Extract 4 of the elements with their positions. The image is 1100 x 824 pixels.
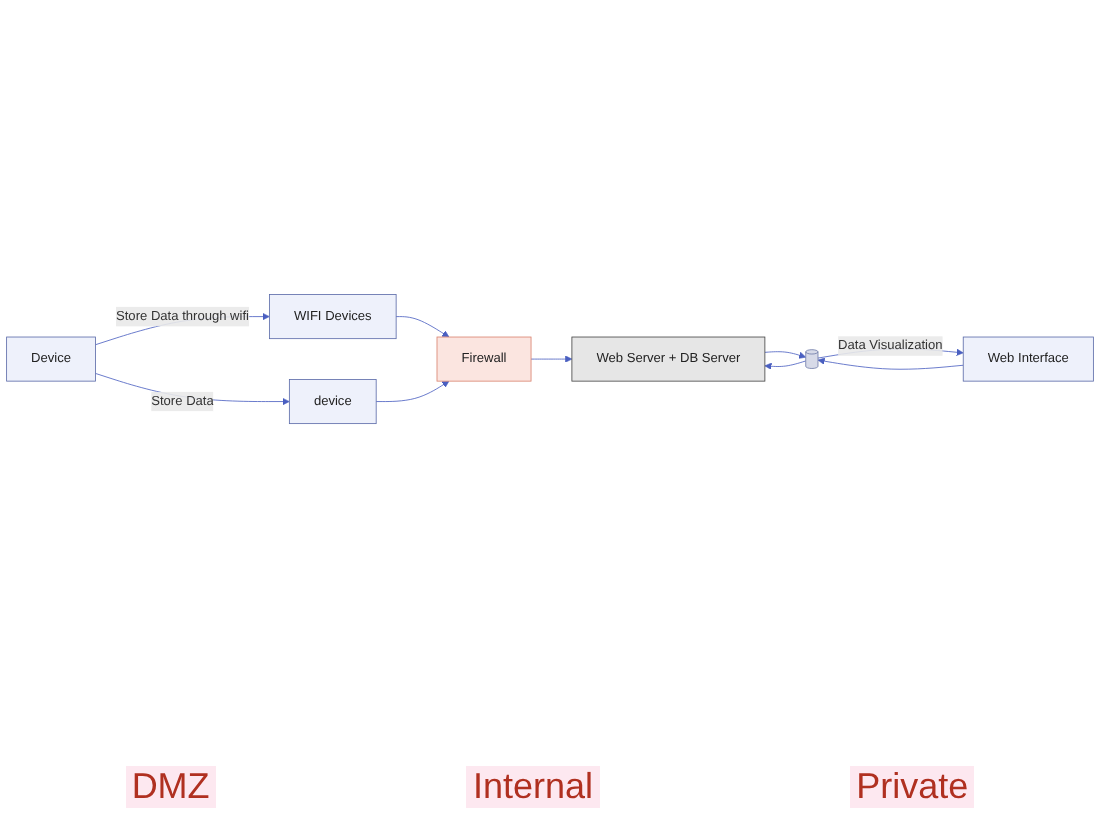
zone-label: Internal <box>466 766 599 808</box>
zone-label: Private <box>850 766 975 808</box>
zone-label: DMZ <box>125 766 216 808</box>
node-server <box>805 350 819 370</box>
